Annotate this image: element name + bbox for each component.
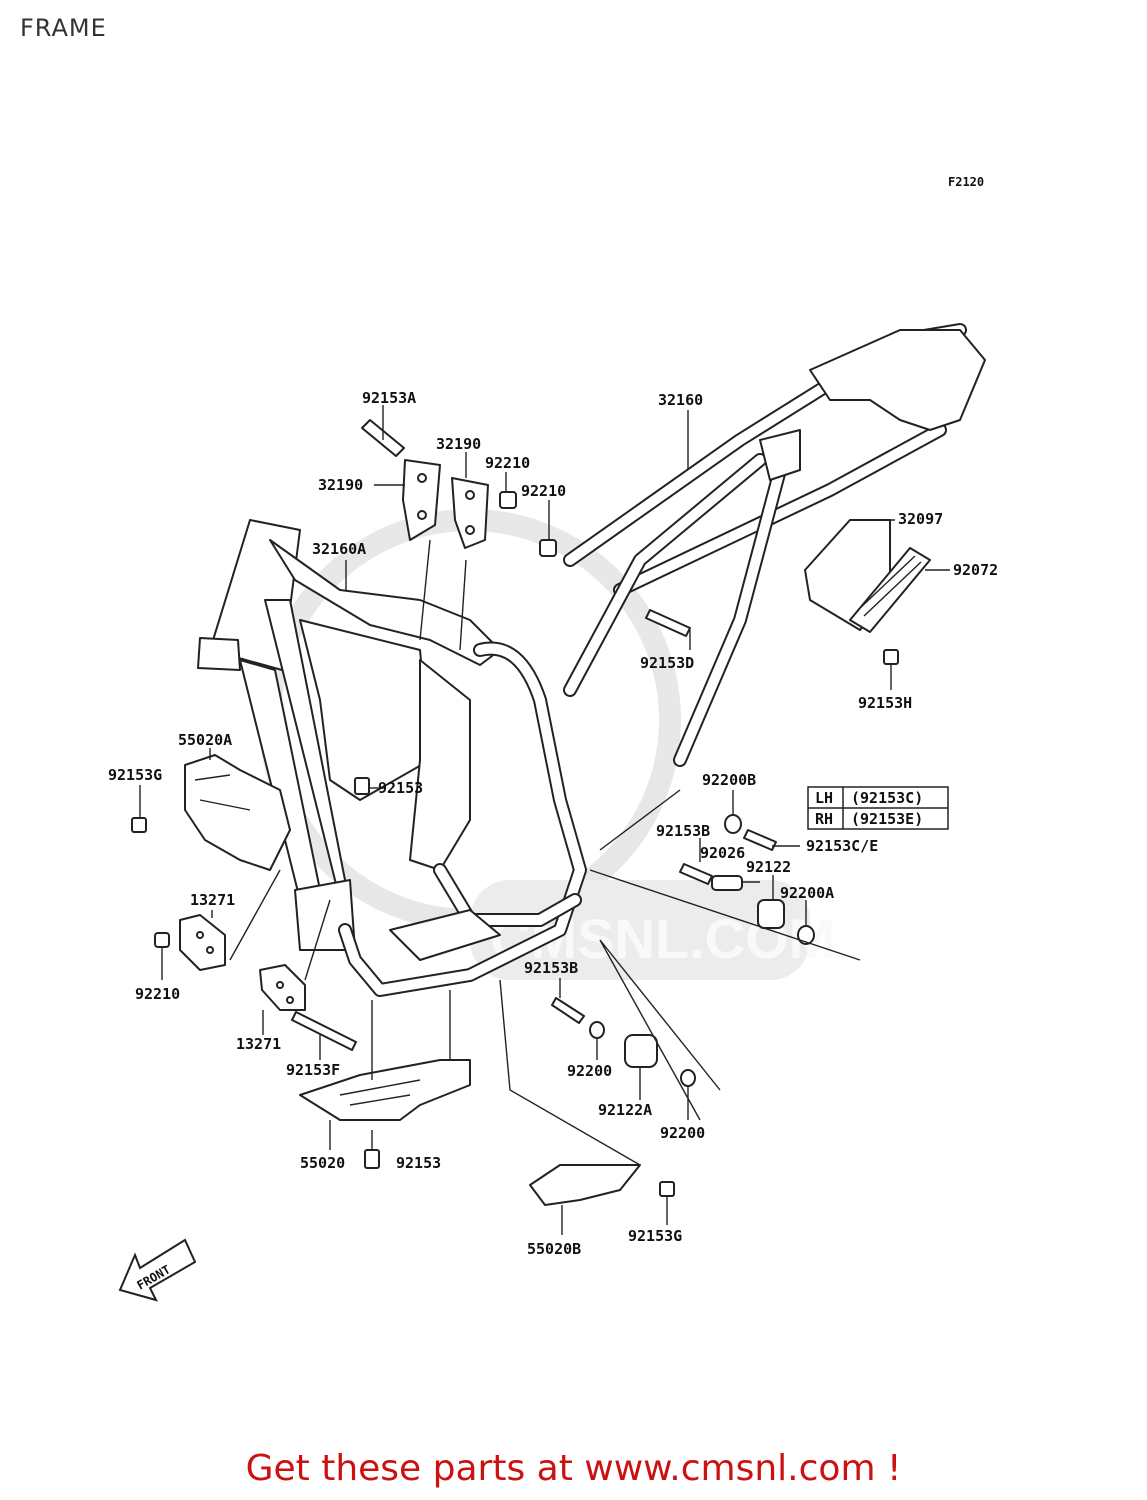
guard-55020B[interactable] [529, 1164, 641, 1206]
bracket-32190-a[interactable] [402, 459, 441, 541]
diagram-code: F2120 [948, 175, 984, 189]
callout-55020A: 55020A [178, 731, 232, 749]
callout-32190-a: 32190 [318, 476, 363, 494]
nut-92210-b[interactable] [539, 539, 557, 557]
bracket-32190-b[interactable] [451, 477, 489, 549]
callout-32160: 32160 [658, 391, 703, 409]
table-side-rh: RH [815, 810, 833, 828]
callout-32190-b: 32190 [436, 435, 481, 453]
callout-92153H: 92153H [858, 694, 912, 712]
callout-92026: 92026 [700, 844, 745, 862]
collar-92200B[interactable] [724, 814, 742, 834]
plate-13271-b[interactable] [259, 964, 306, 1011]
callout-92210-b: 92210 [521, 482, 566, 500]
bolt-92153G-b[interactable] [659, 1181, 675, 1197]
callout-13271-b: 13271 [236, 1035, 281, 1053]
footer-link[interactable]: Get these parts at www.cmsnl.com ! [245, 1448, 902, 1489]
bolt-92153F[interactable] [291, 1011, 357, 1051]
nut-92210-a[interactable] [499, 491, 517, 509]
callout-92153D: 92153D [640, 654, 694, 672]
spacer-92026[interactable] [711, 875, 743, 891]
bolt-92153H[interactable] [883, 649, 899, 665]
callout-92072: 92072 [953, 561, 998, 579]
subframe-32160[interactable] [563, 323, 986, 767]
callout-92200A: 92200A [780, 884, 834, 902]
callout-92200B: 92200B [702, 771, 756, 789]
leader-lines [139, 405, 950, 1235]
washer-92200-b[interactable] [680, 1069, 696, 1087]
bolt-92153C-E[interactable] [743, 829, 777, 851]
plate-13271-a[interactable] [179, 914, 226, 971]
bolt-92153B-b[interactable] [551, 997, 585, 1024]
bolt-92153G-a[interactable] [131, 817, 147, 833]
callout-92153-b: 92153 [396, 1154, 441, 1172]
part-92072[interactable] [849, 547, 931, 633]
callout-92153G-b: 92153G [628, 1227, 682, 1245]
callout-92210-c: 92210 [135, 985, 180, 1003]
callout-32160A: 32160A [312, 540, 366, 558]
table-part-lh: (92153C) [851, 789, 923, 807]
callout-92153B-b: 92153B [524, 959, 578, 977]
bushing-92122[interactable] [757, 899, 785, 929]
callout-92122: 92122 [746, 858, 791, 876]
side-table: LH (92153C) RH (92153E) [807, 786, 949, 830]
bolt-92153-b[interactable] [364, 1149, 380, 1169]
table-part-rh: (92153E) [851, 810, 923, 828]
frame-32160A[interactable] [197, 519, 501, 951]
bushing-92122A[interactable] [624, 1034, 658, 1068]
callout-92153A: 92153A [362, 389, 416, 407]
cradle-tubes [338, 641, 587, 997]
callout-55020: 55020 [300, 1154, 345, 1172]
callout-55020B: 55020B [527, 1240, 581, 1258]
callout-92153C-E: 92153C/E [806, 837, 878, 855]
nut-92210-c[interactable] [154, 932, 170, 948]
callout-32097: 32097 [898, 510, 943, 528]
cover-55020A[interactable] [184, 754, 291, 871]
callout-labels: 92153A 32190 32190 92210 92210 32160 321… [108, 389, 998, 1258]
page-title: FRAME [20, 14, 107, 42]
bolt-92153D[interactable] [645, 609, 691, 637]
callout-13271-a: 13271 [190, 891, 235, 909]
front-arrow-icon: FRONT [118, 1238, 197, 1302]
bolt-92153[interactable] [354, 777, 370, 795]
bolt-92153B-a[interactable] [679, 863, 713, 885]
callout-92153F: 92153F [286, 1061, 340, 1079]
callout-92153B-a: 92153B [656, 822, 710, 840]
callout-92200-a: 92200 [567, 1062, 612, 1080]
callout-92210-a: 92210 [485, 454, 530, 472]
washer-92200-a[interactable] [589, 1021, 605, 1039]
table-side-lh: LH [815, 789, 833, 807]
callout-92200-b: 92200 [660, 1124, 705, 1142]
callout-92153G-a: 92153G [108, 766, 162, 784]
callout-92153-a: 92153 [378, 779, 423, 797]
callout-92122A: 92122A [598, 1101, 652, 1119]
skid-plate-55020[interactable] [299, 1059, 471, 1121]
